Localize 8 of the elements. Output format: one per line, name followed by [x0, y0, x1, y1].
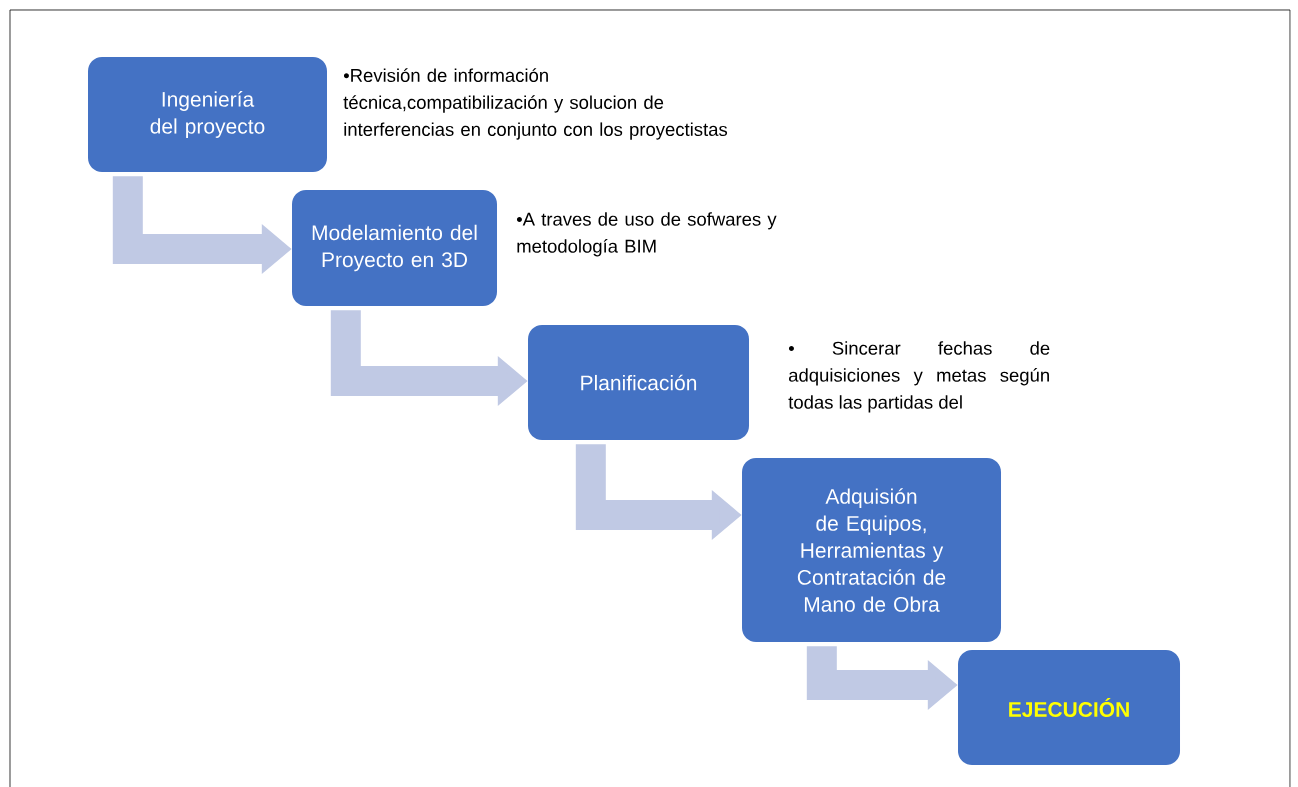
process-box: Adquisión de Equipos, Herramientas y Contratación de Mano de Obra: [742, 458, 1001, 642]
bullet-text: •A traves de uso de sofwares y metodología BIM: [516, 212, 777, 257]
process-box: Modelamiento del Proyecto en 3D: [292, 190, 497, 306]
bullet-text: • Sincerar fechas de adquisiciones y metas según todas las partidas del: [788, 341, 1050, 413]
process-box: Ingeniería del proyecto: [88, 57, 327, 172]
process-box: EJECUCIÓN: [958, 650, 1180, 765]
process-box: Planificación: [528, 325, 749, 440]
bullet-text: •Revisión de información técnica,compatibilización y solucion de interferencias en conjunto con los proyectistas: [343, 68, 728, 140]
